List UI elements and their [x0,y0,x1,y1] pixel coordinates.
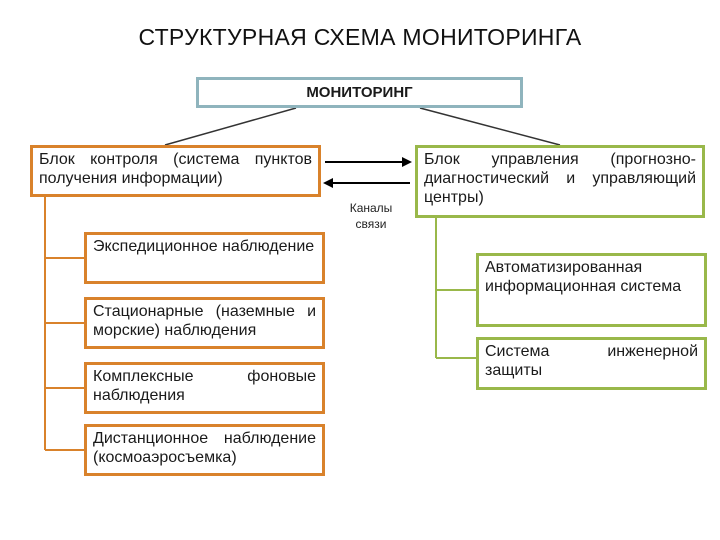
monitoring-root-box: МОНИТОРИНГ [196,77,523,108]
diagram-title: СТРУКТУРНАЯ СХЕМА МОНИТОРИНГА [138,24,582,50]
control-item-expedition: Экспедиционное наблюдение [84,232,325,284]
control-block-box: Блок контроля (система пунктов получения… [30,145,321,197]
control-item-complex: Комплексные фоновые наблюдения [84,362,325,414]
control-item-stationary: Стационарные (наземные и морские) наблюд… [84,297,325,349]
control-item-remote: Дистанционное наблюдение (космоаэросъемк… [84,424,325,476]
channels-label: Каналы связи [349,201,393,231]
management-block-box: Блок управления (прогнозно-диагностическ… [415,145,705,218]
management-item-engineering: Система инженерной защиты [476,337,707,390]
root-to-control-line [164,107,297,146]
management-item-ais: Автоматизированная информационная систем… [476,253,707,327]
root-to-management-line [419,107,561,146]
